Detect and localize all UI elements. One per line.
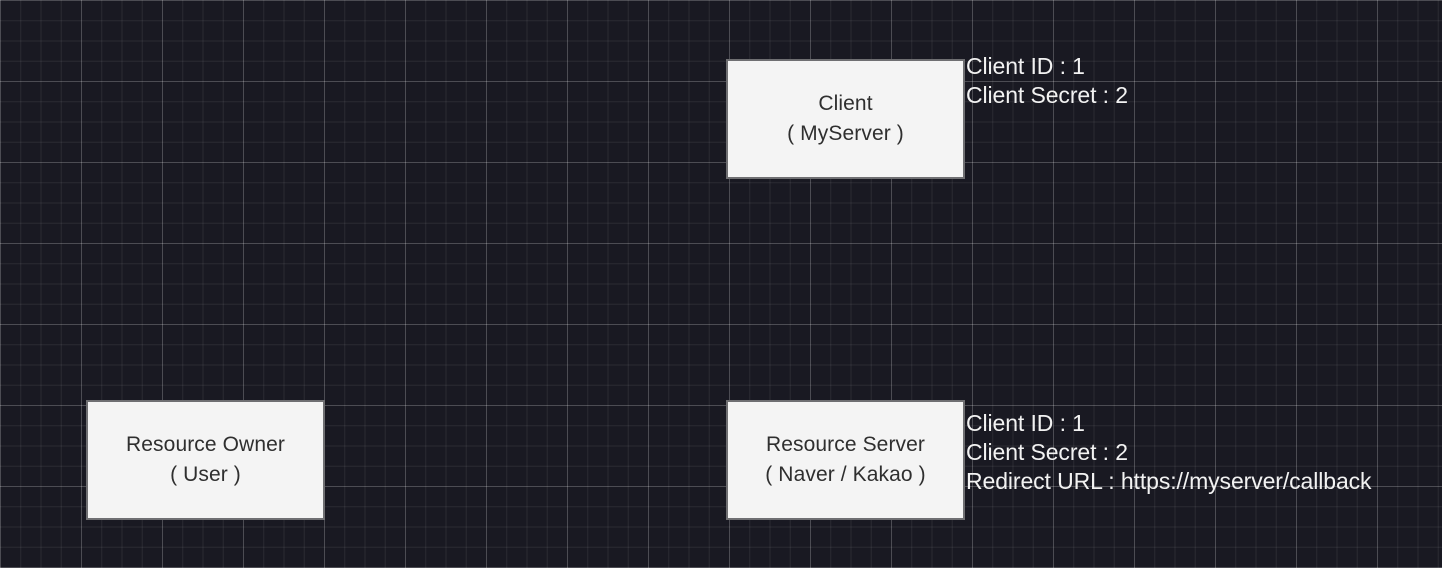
annotation-server-line-redirect-url: Redirect URL : https://myserver/callback: [966, 468, 1372, 494]
node-client-title: Client: [818, 92, 873, 115]
node-client[interactable]: Client ( MyServer ): [726, 59, 965, 179]
node-resource-server[interactable]: Resource Server ( Naver / Kakao ): [726, 400, 965, 520]
node-resource-server-subtitle: ( Naver / Kakao ): [765, 463, 926, 486]
node-resource-server-title: Resource Server: [765, 433, 926, 456]
node-resource-owner-subtitle: ( User ): [170, 463, 241, 486]
node-resource-owner[interactable]: Resource Owner ( User ): [86, 400, 325, 520]
node-client-subtitle: ( MyServer ): [787, 122, 904, 145]
annotation-client-line-client-id: Client ID : 1: [966, 53, 1085, 79]
annotation-client-line-client-secret: Client Secret : 2: [966, 82, 1128, 108]
annotation-client-credentials[interactable]: Client ID : 1 Client Secret : 2: [966, 52, 1128, 110]
node-resource-owner-title: Resource Owner: [126, 433, 285, 456]
annotation-server-line-client-secret: Client Secret : 2: [966, 439, 1128, 465]
annotation-resource-server-credentials[interactable]: Client ID : 1 Client Secret : 2 Redirect…: [966, 409, 1372, 496]
annotation-server-line-client-id: Client ID : 1: [966, 410, 1085, 436]
